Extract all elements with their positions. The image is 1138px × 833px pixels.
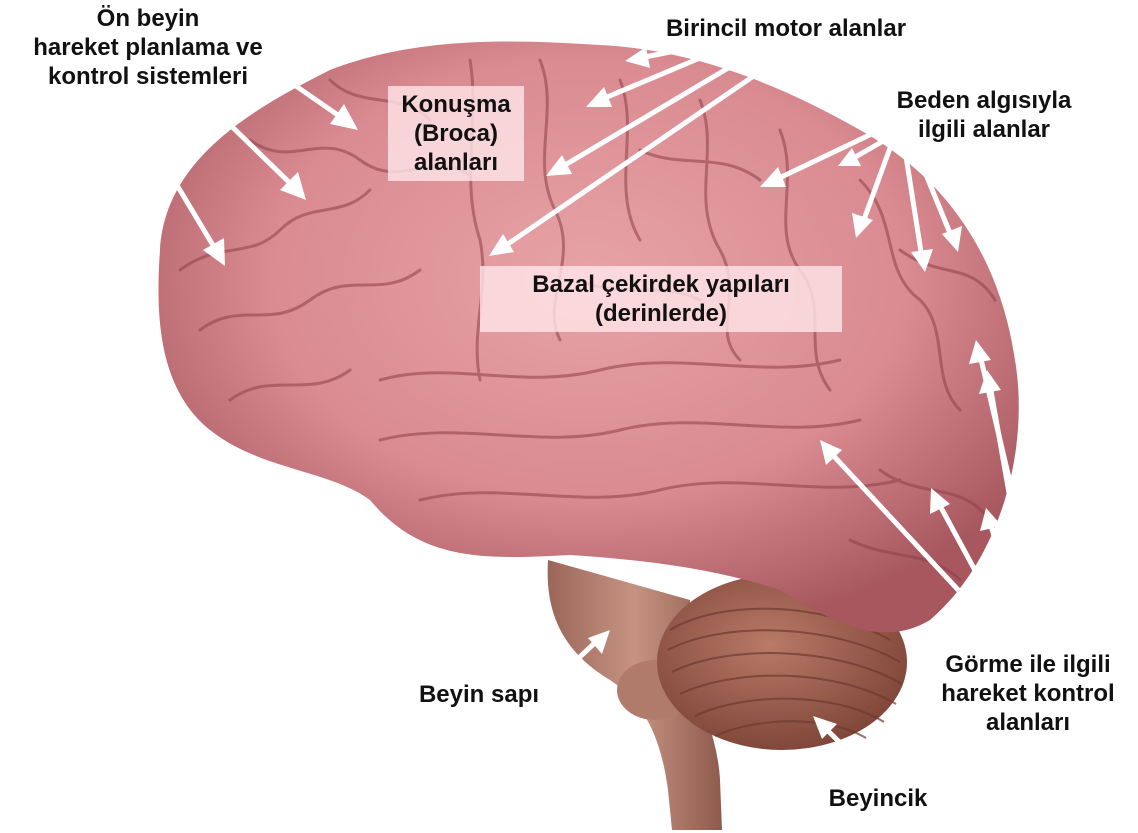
label-broca: Konuşma (Broca) alanları [388, 86, 524, 181]
label-somatosensory: Beden algısıyla ilgili alanlar [868, 86, 1100, 144]
label-forebrain-motor-systems: Ön beyin hareket planlama ve kontrol sis… [0, 4, 296, 91]
label-brainstem: Beyin sapı [404, 680, 554, 709]
label-visual-motor: Görme ile ilgili hareket kontrol alanlar… [918, 650, 1138, 737]
label-primary-motor: Birincil motor alanlar [640, 14, 932, 43]
label-cerebellum: Beyincik [812, 784, 944, 813]
label-basal-ganglia: Bazal çekirdek yapıları (derinlerde) [480, 266, 842, 332]
